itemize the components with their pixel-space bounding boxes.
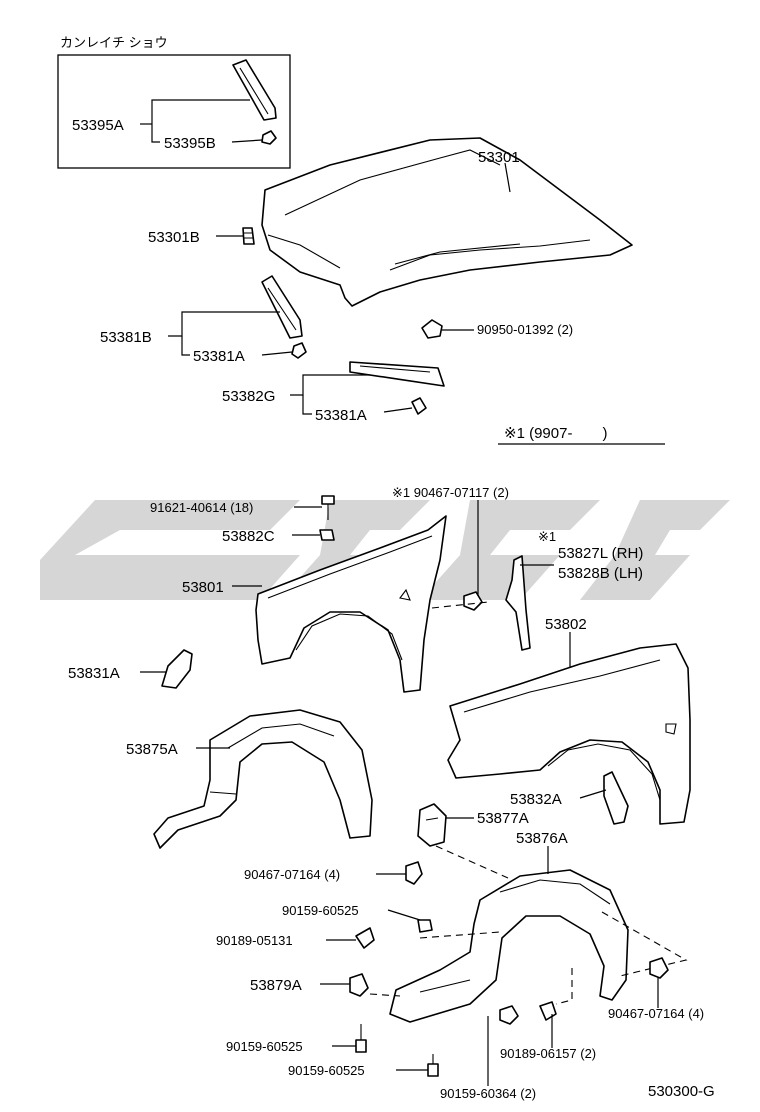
label-91621-40614: 91621-40614 (18) <box>150 500 253 515</box>
label-53381b: 53381B <box>100 329 152 346</box>
label-53827l: 53827L (RH) <box>558 545 643 562</box>
bracket-53831a: 53831A <box>68 649 193 689</box>
cushion-53301b: 53301B <box>148 227 255 246</box>
label-53876a: 53876A <box>516 830 568 847</box>
clip-53879a: 53879A <box>250 973 369 997</box>
bolt-91621-40614: 91621-40614 (18) <box>150 495 335 520</box>
label-90159-60525-a: 90159-60525 <box>282 903 359 918</box>
grommet-90950-01392: 90950-01392 (2) <box>421 319 573 339</box>
liner-53876a: 53876A <box>369 830 688 1023</box>
label-53801: 53801 <box>182 579 224 596</box>
fender-53802: 53802 <box>447 616 691 825</box>
label-53832a: 53832A <box>510 791 562 808</box>
bracket-53832a: 53832A <box>510 771 629 825</box>
part-shape-53395b <box>261 130 277 145</box>
label-90950-01392: 90950-01392 (2) <box>477 322 573 337</box>
label-53395a: 53395A <box>72 117 124 134</box>
label-53828b: 53828B (LH) <box>558 565 643 582</box>
label-53879a: 53879A <box>250 977 302 994</box>
label-53802: 53802 <box>545 616 587 633</box>
fender-53801: 53801 <box>182 515 489 693</box>
label-53382g: 53382G <box>222 388 275 405</box>
hood-53301: 53301 <box>261 137 633 307</box>
label-53381a-1: 53381A <box>193 348 245 365</box>
label-star1: ※1 <box>538 529 556 544</box>
label-53831a: 53831A <box>68 665 120 682</box>
clip-90467-07117: ※1 90467-07117 (2) <box>392 485 509 611</box>
clip-53882c: 53882C <box>222 528 335 545</box>
diagram-code: 530300-G <box>648 1083 715 1100</box>
clip-90189-05131: 90189-05131 <box>216 927 375 949</box>
label-53301: 53301 <box>478 149 520 166</box>
clip-90467-07164-b: 90467-07164 (4) <box>608 957 704 1021</box>
label-53877a: 53877A <box>477 810 529 827</box>
label-90189-06157: 90189-06157 (2) <box>500 1046 596 1061</box>
seal-53382g: 53382G 53381A <box>222 361 445 424</box>
footnote-range: ※1 (9907- ) <box>498 425 665 445</box>
bolt-90159-60525-a: 90159-60525 <box>282 903 433 933</box>
footnote-label: ※1 (9907- ) <box>504 425 607 442</box>
label-53882c: 53882C <box>222 528 275 545</box>
label-53381a-2: 53381A <box>315 407 367 424</box>
bolt-90159-60525-b: 90159-60525 <box>226 1024 367 1054</box>
clip-90467-07164-a: 90467-07164 (4) <box>244 861 423 885</box>
label-90159-60364: 90159-60364 (2) <box>440 1086 536 1101</box>
part-shape-53395a <box>232 59 277 121</box>
clip-90189-06157: 90189-06157 (2) <box>500 1001 596 1061</box>
seal-53827l-53828b: ※1 53827L (RH) 53828B (LH) <box>505 529 643 651</box>
label-90189-05131: 90189-05131 <box>216 933 293 948</box>
label-90159-60525-b: 90159-60525 <box>226 1039 303 1054</box>
bolt-90159-60364: 90159-60364 (2) <box>440 1005 536 1101</box>
label-90467-07164-b: 90467-07164 (4) <box>608 1006 704 1021</box>
bracket-53877a: 53877A <box>417 803 529 847</box>
liner-53875a: 53875A <box>126 709 373 849</box>
label-90467-07164-a: 90467-07164 (4) <box>244 867 340 882</box>
label-53875a: 53875A <box>126 741 178 758</box>
seal-53381b: 53381B 53381A <box>100 275 307 365</box>
label-90467-07117: ※1 90467-07117 (2) <box>392 485 509 500</box>
label-53301b: 53301B <box>148 229 200 246</box>
label-90159-60525-c: 90159-60525 <box>288 1063 365 1078</box>
inset-cold-region-box: カンレイチ ショウ 53395A 53395B <box>57 35 291 169</box>
bolt-90159-60525-c: 90159-60525 <box>288 1054 439 1078</box>
inset-title: カンレイチ ショウ <box>60 35 168 50</box>
label-53395b: 53395B <box>164 135 216 152</box>
